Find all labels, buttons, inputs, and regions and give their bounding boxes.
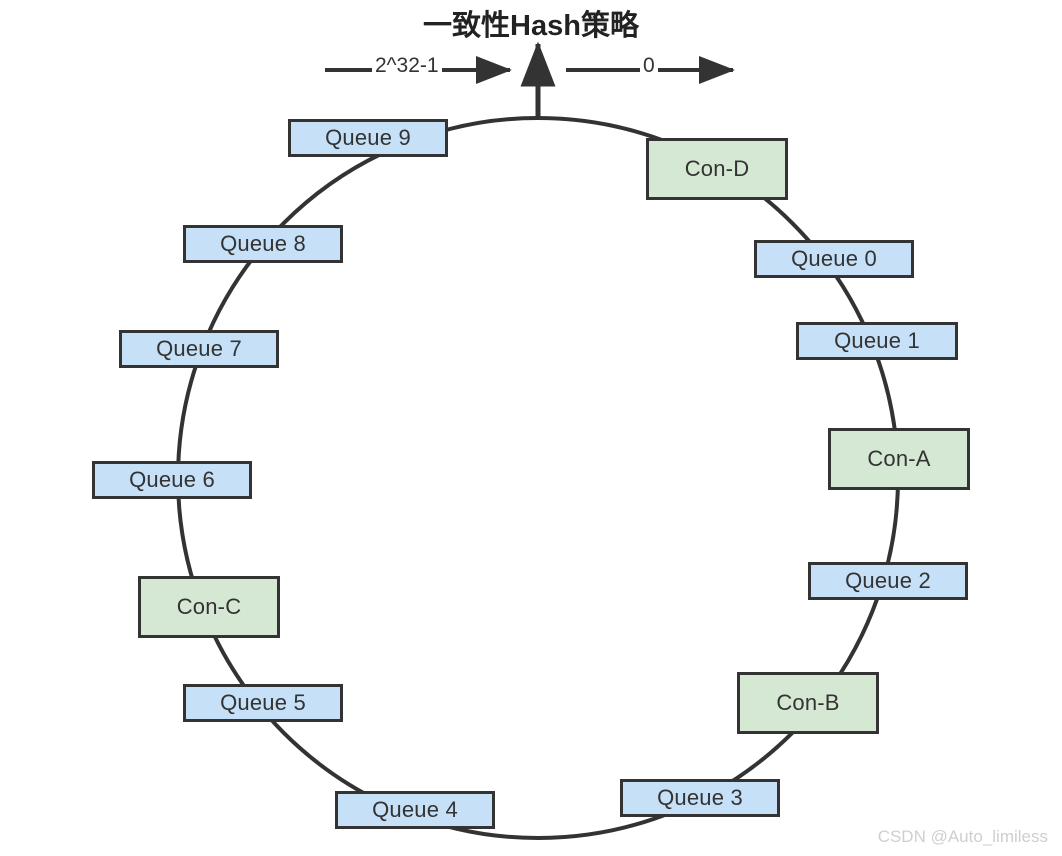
- ring-node-con-d[interactable]: Con-D: [646, 138, 788, 200]
- page-title: 一致性Hash策略: [423, 10, 639, 42]
- ring-node-label: Con-D: [684, 156, 750, 181]
- max-hash-label: 2^32-1: [372, 54, 442, 78]
- ring-node-queue-2[interactable]: Queue 2: [808, 562, 968, 600]
- ring-node-queue-4[interactable]: Queue 4: [335, 791, 495, 829]
- ring-node-queue-7[interactable]: Queue 7: [119, 330, 279, 368]
- ring-node-label: Queue 9: [325, 125, 411, 150]
- ring-node-label: Queue 3: [657, 785, 743, 810]
- ring-node-queue-5[interactable]: Queue 5: [183, 684, 343, 722]
- ring-node-label: Con-B: [776, 690, 840, 715]
- zero-hash-label: 0: [640, 54, 658, 78]
- ring-node-queue-6[interactable]: Queue 6: [92, 461, 252, 499]
- ring-node-label: Queue 8: [220, 231, 306, 256]
- ring-node-label: Queue 7: [156, 336, 242, 361]
- ring-node-label: Con-C: [176, 594, 242, 619]
- ring-node-label: Queue 0: [791, 246, 877, 271]
- ring-node-con-c[interactable]: Con-C: [138, 576, 280, 638]
- ring-node-label: Queue 2: [845, 568, 931, 593]
- ring-node-con-a[interactable]: Con-A: [828, 428, 970, 490]
- ring-node-queue-1[interactable]: Queue 1: [796, 322, 958, 360]
- ring-node-queue-3[interactable]: Queue 3: [620, 779, 780, 817]
- ring-node-label: Queue 5: [220, 690, 306, 715]
- ring-node-label: Queue 6: [129, 467, 215, 492]
- watermark: CSDN @Auto_limiless: [877, 827, 1048, 846]
- ring-node-queue-0[interactable]: Queue 0: [754, 240, 914, 278]
- ring-node-label: Queue 1: [834, 328, 920, 353]
- ring-node-label: Queue 4: [372, 797, 458, 822]
- ring-node-label: Con-A: [867, 446, 931, 471]
- ring-node-queue-8[interactable]: Queue 8: [183, 225, 343, 263]
- ring-node-queue-9[interactable]: Queue 9: [288, 119, 448, 157]
- ring-node-con-b[interactable]: Con-B: [737, 672, 879, 734]
